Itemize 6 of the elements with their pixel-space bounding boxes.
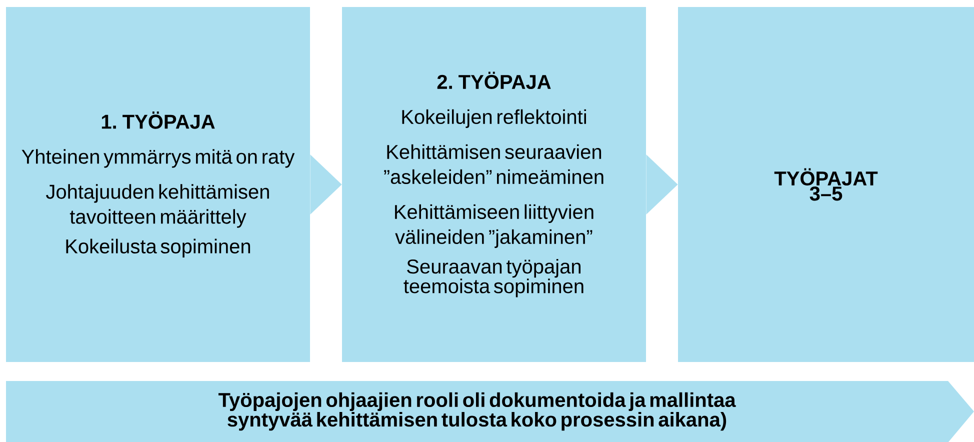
workshop-box: 1. TYÖPAJA Yhteinen ymmärrys mitä on raty Johtajuuden kehittämisen tavoitteen määrittely Kokeilusta sopiminen — [6, 7, 310, 362]
workshop-box: 2. TYÖPAJA Kokeilujen reflektointi Kehittämisen seuraavien ”askeleiden” nimeäminen Kehittämiseen liittyvien välineiden ”jakaminen” Seuraavan työpajan teemoista sopiminen — [342, 7, 646, 362]
process-band: Työpajojen ohjaajien rooli oli dokumentoida ja mallintaa syntyvää kehittämisen tulosta koko prosessin aikana) — [6, 381, 974, 442]
chevron-arrow — [310, 154, 342, 214]
chevron-arrow — [646, 154, 678, 214]
workshop-box: TYÖPAJAT 3–5 — [678, 7, 974, 362]
